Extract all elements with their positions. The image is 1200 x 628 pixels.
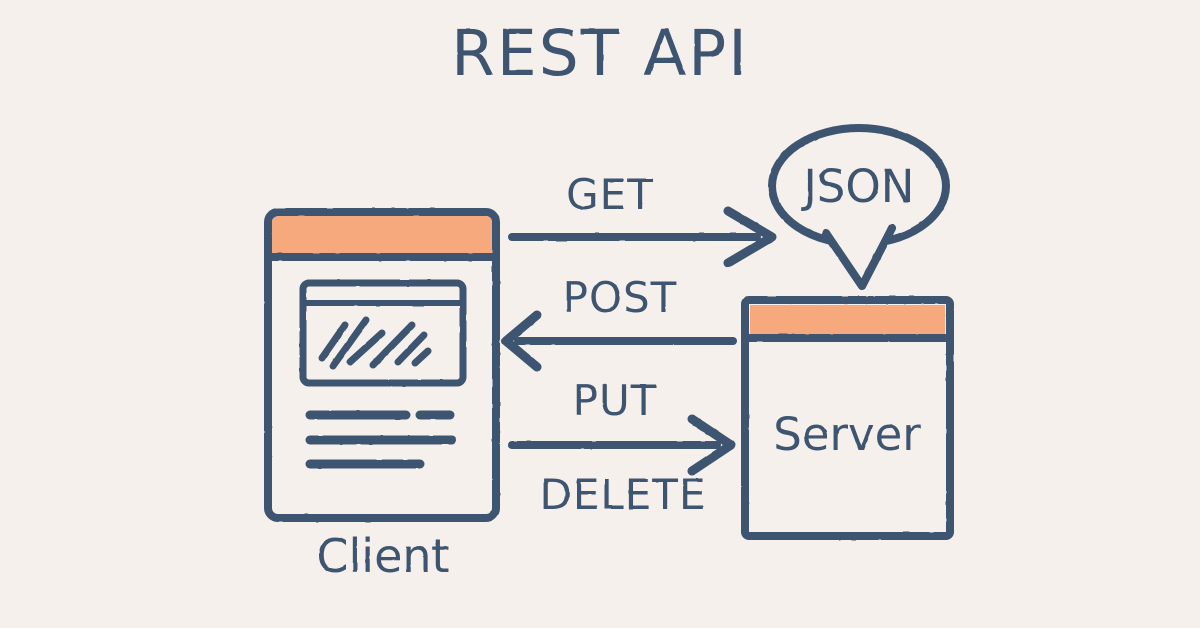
page-title: REST API (451, 17, 749, 90)
json-bubble-tail-outline (822, 224, 896, 290)
arrow-put-delete-head (687, 414, 736, 476)
arrow-get (508, 206, 777, 268)
json-speech-bubble (768, 124, 950, 290)
server-title-bar (750, 305, 945, 336)
client-window (264, 208, 500, 522)
arrow-post (501, 310, 737, 372)
json-bubble-label: JSON (801, 160, 915, 213)
arrow-post-head (501, 310, 542, 372)
server-label: Server (773, 408, 921, 461)
arrow-get-head (723, 206, 777, 268)
client-text-lines (305, 410, 457, 469)
image-placeholder-hatching (318, 316, 432, 370)
client-title-bar (272, 216, 492, 256)
server-window (741, 296, 954, 540)
arrow-delete-label: DELETE (539, 470, 706, 519)
arrow-put-label: PUT (573, 376, 658, 425)
json-bubble-tail-fill (828, 228, 890, 280)
server-window-frame (741, 296, 954, 540)
arrow-put-delete (508, 414, 736, 476)
arrow-post-label: POST (563, 273, 678, 322)
client-label: Client (316, 529, 449, 583)
arrow-get-label: GET (566, 170, 654, 219)
image-placeholder (299, 279, 467, 387)
